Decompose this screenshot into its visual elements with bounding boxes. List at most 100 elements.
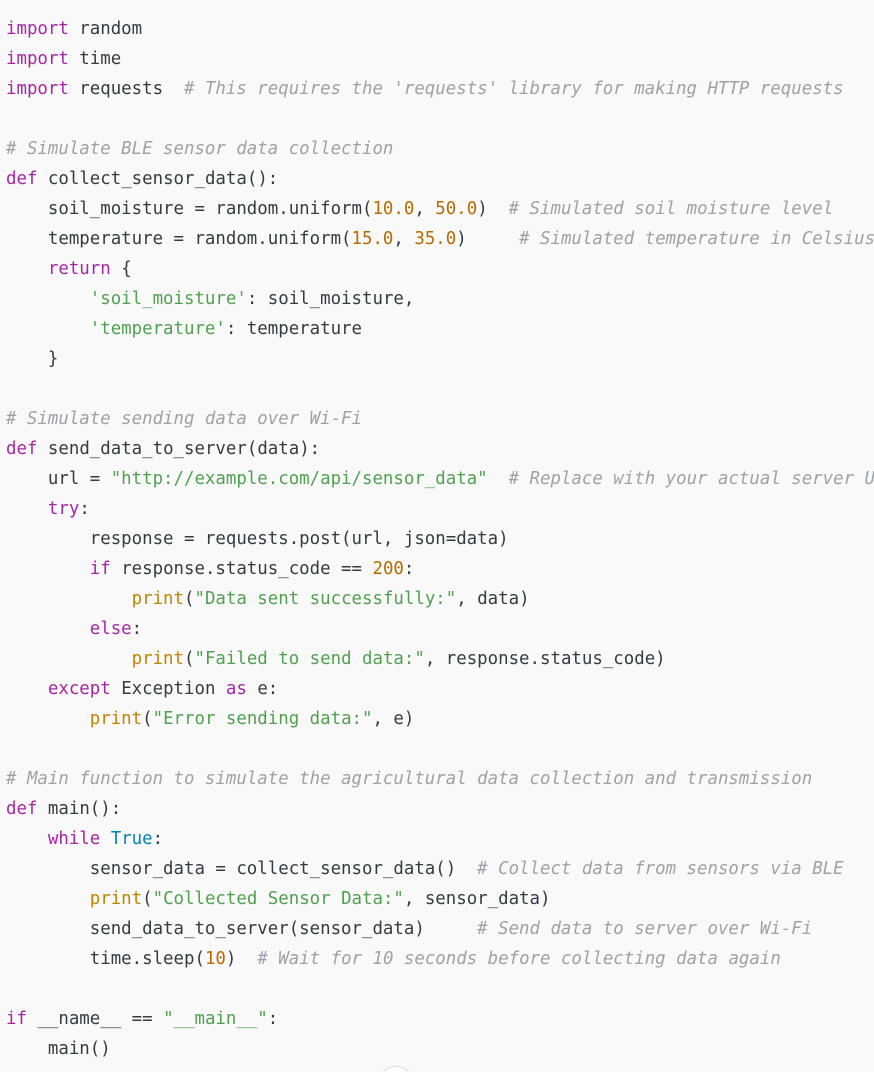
code-text	[488, 469, 509, 489]
keyword-token: else	[89, 619, 132, 639]
keyword-token: import	[6, 19, 69, 39]
code-text	[37, 169, 47, 189]
number-token: 35.0	[414, 229, 457, 249]
code-line: # Main function to simulate the agricult…	[6, 764, 874, 794]
keyword-token: if	[6, 1009, 27, 1029]
code-text: (	[142, 889, 153, 909]
comment-token: # Simulated temperature in Celsius	[519, 229, 874, 249]
code-line	[6, 104, 874, 134]
code-line: while True:	[6, 824, 874, 854]
code-text: sensor_data = collect_sensor_data()	[6, 859, 478, 879]
code-line	[6, 734, 874, 764]
code-text: :	[267, 1009, 279, 1029]
code-line: if __name__ == "__main__":	[6, 1004, 874, 1034]
code-text	[6, 829, 48, 849]
comment-token: # Wait for 10 seconds before collecting …	[257, 949, 781, 969]
code-line: print("Collected Sensor Data:", sensor_d…	[6, 884, 874, 914]
code-line: response = requests.post(url, json=data)	[6, 524, 874, 554]
string-token: "Error sending data:"	[152, 709, 373, 729]
code-text: {	[110, 259, 132, 279]
code-text	[6, 649, 132, 669]
code-line: def collect_sensor_data():	[6, 164, 874, 194]
code-line: if response.status_code == 200:	[6, 554, 874, 584]
keyword-token: while	[47, 829, 101, 849]
comment-token: # Simulated soil moisture level	[508, 199, 834, 219]
code-text: (data):	[246, 439, 321, 459]
code-text: (	[142, 709, 153, 729]
code-text: (	[184, 589, 195, 609]
code-text: , e)	[372, 709, 415, 729]
comment-token: # Main function to simulate the agricult…	[6, 769, 813, 789]
code-text	[37, 799, 47, 819]
keyword-token: def	[6, 799, 38, 819]
keyword-token: def	[6, 169, 38, 189]
code-text: :	[79, 499, 90, 519]
code-text: , data)	[456, 589, 530, 609]
function-name-token: send_data_to_server	[47, 439, 247, 459]
code-line: 'soil_moisture': soil_moisture,	[6, 284, 874, 314]
code-line: print("Data sent successfully:", data)	[6, 584, 874, 614]
comment-token: # Replace with your actual server URL	[508, 469, 874, 489]
code-line: try:	[6, 494, 874, 524]
code-text: )	[477, 199, 509, 219]
code-text	[6, 889, 90, 909]
function-name-token: collect_sensor_data	[47, 169, 247, 189]
code-text: : soil_moisture,	[246, 289, 415, 309]
code-text: ,	[414, 199, 436, 219]
string-token: "Failed to send data:"	[194, 649, 425, 669]
builtin-token: print	[89, 709, 143, 729]
builtin-token: print	[131, 589, 184, 609]
code-text	[6, 679, 48, 699]
code-line: }	[6, 344, 874, 374]
code-text: response = requests.post(url, json=data)	[6, 529, 509, 549]
code-text: :	[152, 829, 164, 849]
code-text: ,	[393, 229, 415, 249]
code-line: soil_moisture = random.uniform(10.0, 50.…	[6, 194, 874, 224]
code-line: print("Failed to send data:", response.s…	[6, 644, 874, 674]
function-name-token: main	[47, 799, 90, 819]
string-token: "http://example.com/api/sensor_data"	[110, 469, 488, 489]
code-line: def main():	[6, 794, 874, 824]
code-line: time.sleep(10) # Wait for 10 seconds bef…	[6, 944, 874, 974]
keyword-token: if	[89, 559, 111, 579]
code-text: random	[68, 19, 143, 39]
code-line: print("Error sending data:", e)	[6, 704, 874, 734]
code-line: import time	[6, 44, 874, 74]
string-token: "Data sent successfully:"	[194, 589, 457, 609]
code-text	[37, 439, 47, 459]
keyword-token: import	[6, 49, 69, 69]
comment-token: # Collect data from sensors via BLE	[477, 859, 844, 879]
code-text: ():	[89, 799, 122, 819]
code-text: )	[225, 949, 258, 969]
code-line: # Simulate sending data over Wi-Fi	[6, 404, 874, 434]
scroll-down-button[interactable]	[378, 1066, 414, 1072]
code-line: except Exception as e:	[6, 674, 874, 704]
code-text: requests	[68, 79, 184, 99]
keyword-token: import	[6, 79, 69, 99]
number-token: 200	[372, 559, 404, 579]
string-token: 'temperature'	[89, 319, 226, 339]
string-token: "Collected Sensor Data:"	[152, 889, 404, 909]
code-text: soil_moisture = random.uniform(	[6, 199, 373, 219]
comment-token: # This requires the 'requests' library f…	[184, 79, 844, 99]
keyword-token: except	[47, 679, 111, 699]
code-text	[6, 289, 90, 309]
keyword-token: as	[225, 679, 247, 699]
keyword-token: return	[47, 259, 111, 279]
code-text: :	[131, 619, 143, 639]
code-text	[6, 619, 90, 639]
code-text: (	[184, 649, 195, 669]
code-text: )	[456, 229, 520, 249]
code-text: __name__ ==	[26, 1009, 164, 1029]
code-line: # Simulate BLE sensor data collection	[6, 134, 874, 164]
comment-token: # Simulate sending data over Wi-Fi	[6, 409, 362, 429]
code-text	[6, 499, 48, 519]
code-line: url = "http://example.com/api/sensor_dat…	[6, 464, 874, 494]
code-text: response.status_code ==	[110, 559, 373, 579]
keyword-token: def	[6, 439, 38, 459]
code-text: temperature = random.uniform(	[6, 229, 352, 249]
code-text: send_data_to_server(sensor_data)	[6, 919, 478, 939]
code-text: url =	[6, 469, 111, 489]
code-text: time.sleep(	[6, 949, 205, 969]
code-text: , response.status_code)	[424, 649, 666, 669]
